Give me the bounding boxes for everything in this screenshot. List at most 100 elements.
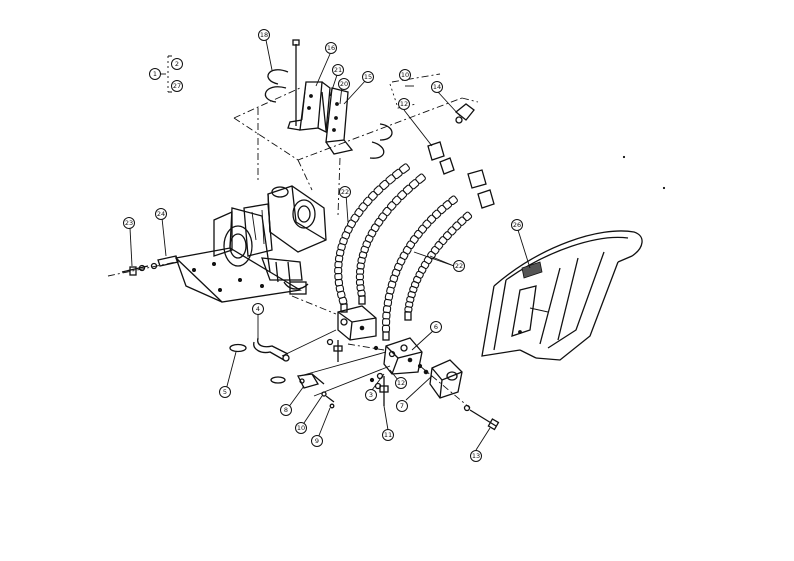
u-bolt-lower [369, 123, 393, 159]
callout-24: 24 [155, 208, 167, 220]
spacer-block [423, 359, 463, 399]
callout-16: 16 [325, 42, 337, 54]
svg-text:6: 6 [434, 323, 438, 331]
callout-2: 2 [171, 58, 183, 70]
callout-12-top: 12 [398, 98, 410, 110]
mounting-bracket-right [321, 87, 354, 155]
callout-18: 18 [258, 29, 270, 41]
svg-text:26: 26 [513, 221, 521, 229]
lever-8 [297, 373, 325, 389]
lever-4 [253, 337, 290, 362]
flex-hose-4 [404, 211, 473, 321]
callout-11: 11 [382, 429, 394, 441]
svg-text:21: 21 [334, 66, 342, 74]
svg-text:8: 8 [284, 406, 288, 414]
hose-cap-1 [427, 141, 445, 161]
rear-housing-block [243, 185, 327, 257]
bracket-10-outline [389, 83, 417, 109]
speck [622, 155, 626, 159]
svg-text:7: 7 [400, 402, 404, 410]
fender-guard [481, 230, 643, 361]
assembly-plane-outline [233, 73, 479, 191]
hose-segment [334, 272, 343, 281]
hose-segment [382, 311, 391, 320]
callout-26: 26 [511, 219, 523, 231]
mounting-bracket-left [287, 81, 331, 134]
svg-text:1: 1 [153, 70, 157, 78]
hose-segment [382, 305, 392, 314]
long-bolt [292, 39, 300, 126]
callout-5: 5 [219, 386, 231, 398]
hose-plug-14 [454, 103, 475, 124]
svg-text:12: 12 [400, 100, 408, 108]
callout-10-lower: 10 [295, 422, 307, 434]
callout-23: 23 [123, 217, 135, 229]
callout-8: 8 [280, 404, 292, 416]
hose-fitting [358, 295, 366, 305]
flex-hose-1 [334, 163, 410, 313]
svg-text:2: 2 [175, 60, 179, 68]
callout-7: 7 [396, 400, 408, 412]
hose-segment [334, 267, 343, 275]
callout-27: 27 [171, 80, 183, 92]
svg-text:27: 27 [173, 82, 181, 90]
gasket-oval-5 [229, 343, 247, 353]
callout-21: 21 [332, 64, 344, 76]
callout-3: 3 [365, 389, 377, 401]
valve-link-lines [281, 295, 391, 397]
svg-text:22: 22 [455, 262, 463, 270]
svg-text:14: 14 [433, 83, 441, 91]
group-bracket-1 [160, 55, 172, 93]
callout-10-top: 10 [399, 69, 411, 81]
svg-text:12: 12 [397, 379, 405, 387]
callout-4: 4 [252, 303, 264, 315]
svg-text:5: 5 [223, 388, 227, 396]
callout-12-lower: 12 [395, 377, 407, 389]
pin-24 [150, 255, 179, 270]
control-valve-right [376, 337, 423, 406]
gasket-oval-small [270, 376, 286, 384]
svg-text:11: 11 [384, 431, 392, 439]
svg-text:24: 24 [157, 210, 165, 218]
hose-segment [334, 261, 343, 269]
hose-segment [382, 318, 391, 326]
svg-text:10: 10 [297, 424, 305, 432]
svg-text:18: 18 [260, 31, 268, 39]
flex-hose-2 [355, 173, 426, 305]
svg-text:13: 13 [472, 452, 480, 460]
hose-cap-4 [477, 189, 495, 209]
u-bolt-upper [264, 69, 289, 103]
svg-text:9: 9 [315, 437, 319, 445]
svg-text:3: 3 [369, 391, 373, 399]
hose-cap-3 [467, 169, 487, 189]
pin-9 [329, 403, 335, 409]
flex-hose-3 [381, 195, 458, 341]
hose-fitting [340, 303, 348, 313]
svg-text:23: 23 [125, 219, 133, 227]
callout-20: 20 [338, 78, 350, 90]
pin-10 [321, 391, 335, 403]
svg-text:15: 15 [364, 73, 372, 81]
control-valve-left [326, 305, 377, 362]
bolt-23 [107, 261, 177, 277]
svg-text:20: 20 [340, 80, 348, 88]
callout-15: 15 [362, 71, 374, 83]
hose-segment [355, 273, 364, 281]
svg-text:4: 4 [256, 305, 260, 313]
axis-line [337, 157, 341, 216]
hose-fitting [382, 331, 390, 341]
hose-fitting [404, 311, 412, 321]
callout-1: 1 [149, 68, 161, 80]
callout-22-upper: 22 [339, 186, 351, 198]
transmission-case [174, 207, 309, 303]
callout-9: 9 [311, 435, 323, 447]
through-bolt [419, 365, 500, 431]
speck [662, 186, 666, 190]
svg-text:16: 16 [327, 44, 335, 52]
hose-segment [381, 324, 391, 333]
hose-cap-2 [439, 157, 455, 175]
svg-text:22: 22 [341, 188, 349, 196]
leader-lines [129, 39, 531, 451]
callout-6: 6 [430, 321, 442, 333]
